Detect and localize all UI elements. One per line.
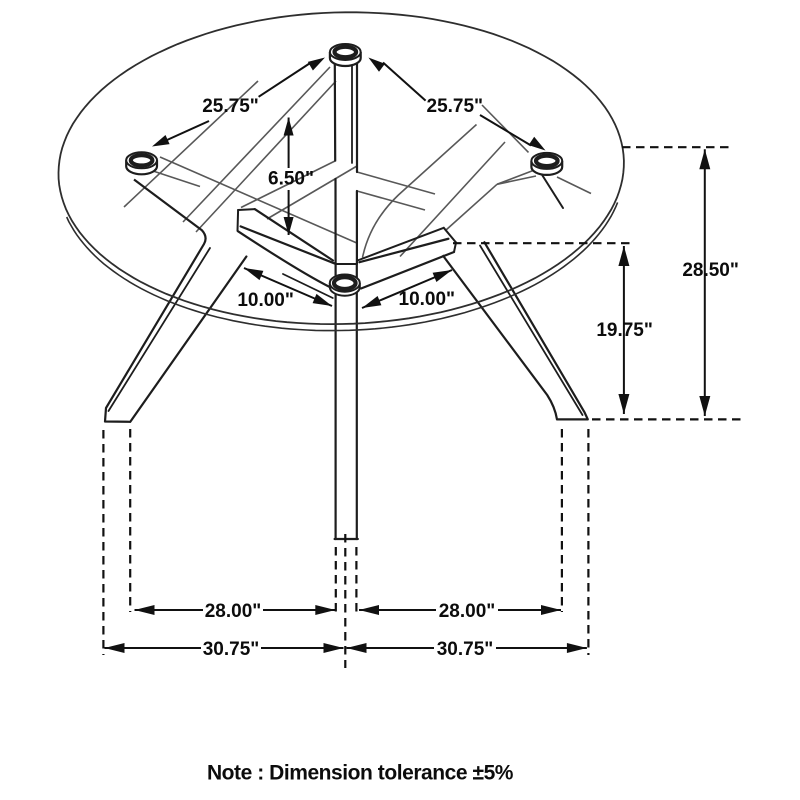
svg-text:6.50": 6.50" — [268, 169, 314, 190]
svg-text:10.00": 10.00" — [399, 289, 456, 310]
svg-text:28.00": 28.00" — [439, 601, 496, 622]
svg-text:19.75": 19.75" — [596, 320, 653, 341]
svg-text:Note : Dimension tolerance ±5%: Note : Dimension tolerance ±5% — [207, 762, 514, 785]
svg-text:28.50": 28.50" — [682, 260, 739, 281]
svg-text:25.75": 25.75" — [427, 96, 484, 117]
svg-text:30.75": 30.75" — [203, 639, 260, 660]
svg-text:28.00": 28.00" — [205, 601, 262, 622]
svg-text:30.75": 30.75" — [437, 639, 494, 660]
svg-text:25.75": 25.75" — [202, 96, 259, 117]
svg-text:10.00": 10.00" — [237, 290, 294, 311]
